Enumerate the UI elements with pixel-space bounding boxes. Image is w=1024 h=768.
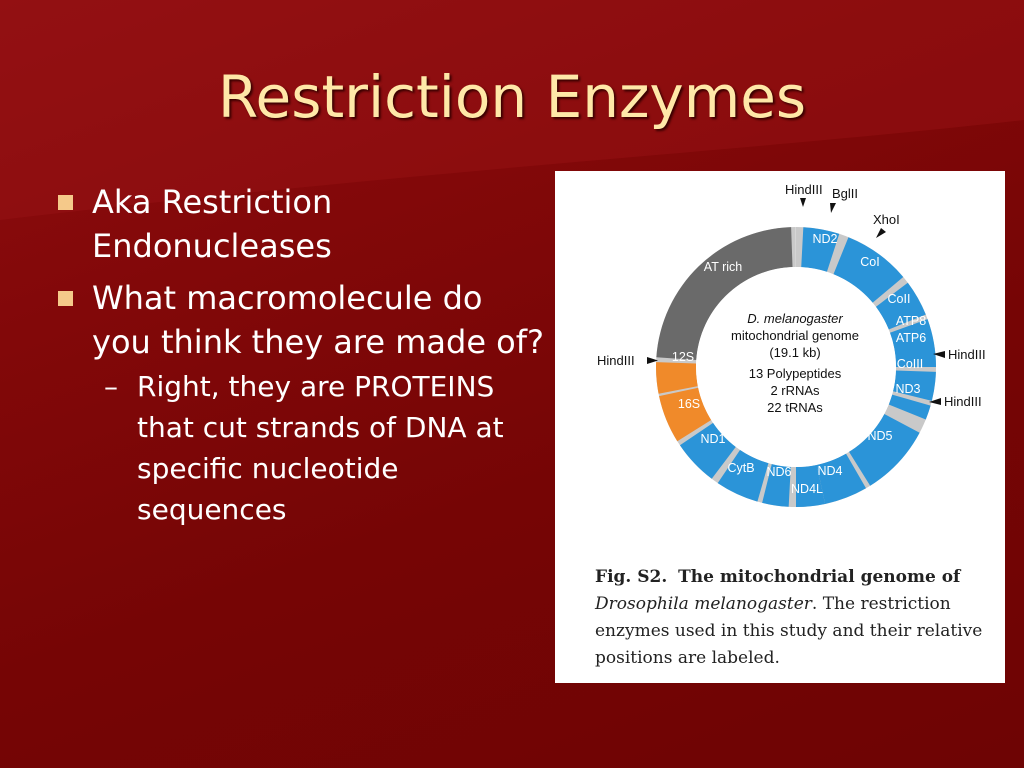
segment-label-coiii: CoIII xyxy=(897,357,923,371)
segment-nd6 xyxy=(762,464,791,507)
segment-nd2 xyxy=(801,227,840,272)
segment-label-nd4: ND4 xyxy=(817,464,842,478)
sub-bullet-list: – Right, they are PROTEINS that cut stra… xyxy=(92,366,548,530)
segment-label-nd4l: ND4L xyxy=(791,482,823,496)
segment-label-12s: 12S xyxy=(672,350,694,364)
genome-figure: ND2 CoI CoII ATP8 ATP6 CoIII ND3 ND5 ND4… xyxy=(555,171,1005,683)
segment-nd4 xyxy=(816,453,866,504)
segment-label-nd2: ND2 xyxy=(812,232,837,246)
sub-bullet-text: Right, they are PROTEINS that cut strand… xyxy=(137,370,504,526)
segment-label-nd6: ND6 xyxy=(766,465,791,479)
segment-coii xyxy=(875,282,926,330)
caption-fig-number: Fig. S2. xyxy=(595,567,668,587)
segment-atp8-atp6 xyxy=(889,319,936,367)
caption-species: Drosophila melanogaster xyxy=(595,594,812,614)
enzyme-label-hindiii-left: HindIII xyxy=(597,353,635,368)
enzyme-arrow-icon xyxy=(929,398,941,405)
segment-nd4l xyxy=(796,464,826,507)
segment-label-atp8: ATP8 xyxy=(896,314,926,328)
enzyme-arrow-icon xyxy=(876,228,886,238)
genome-size-label: (19.1 kb) xyxy=(769,345,820,360)
bullet-square-icon xyxy=(58,291,73,306)
enzyme-label-hindiii-right1: HindIII xyxy=(948,347,986,362)
genome-diagram: ND2 CoI CoII ATP8 ATP6 CoIII ND3 ND5 ND4… xyxy=(597,182,986,508)
segment-label-atp6: ATP6 xyxy=(896,331,926,345)
segment-nd1 xyxy=(679,422,736,479)
caption-heading: The mitochondrial genome of xyxy=(678,567,961,587)
segment-label-16s: 16S xyxy=(678,397,700,411)
segment-label-cytb: CytB xyxy=(727,461,754,475)
bullet-text: What macromolecule do you think they are… xyxy=(92,279,544,361)
segment-nd5 xyxy=(848,413,920,486)
enzyme-label-xhoi: XhoI xyxy=(873,212,900,227)
segment-label-coii: CoII xyxy=(888,292,911,306)
bullet-list: Aka Restriction Endonucleases What macro… xyxy=(58,180,548,538)
segment-label-nd3: ND3 xyxy=(895,382,920,396)
enzyme-arrow-icon xyxy=(647,357,658,364)
segment-coi xyxy=(833,237,904,303)
segment-16s xyxy=(659,387,712,442)
polypeptide-count-label: 13 Polypeptides xyxy=(749,366,842,381)
slide-title: Restriction Enzymes xyxy=(217,63,807,131)
segment-label-at-rich: AT rich xyxy=(704,260,742,274)
genome-center-label: D. melanogaster mitochondrial genome (19… xyxy=(731,311,859,415)
segment-at-rich xyxy=(656,227,793,361)
bullet-item: Aka Restriction Endonucleases xyxy=(58,180,548,268)
enzyme-markers: HindIII BglII XhoI HindIII HindIII HindI… xyxy=(597,182,986,409)
enzyme-label-hindiii-right2: HindIII xyxy=(944,394,982,409)
segment-cytb xyxy=(717,449,769,502)
enzyme-arrow-icon xyxy=(933,351,945,358)
genome-label: mitochondrial genome xyxy=(731,328,859,343)
bullet-text: Aka Restriction Endonucleases xyxy=(92,183,333,265)
sub-bullet-dash: – xyxy=(104,370,118,403)
enzyme-arrow-icon xyxy=(830,203,836,213)
species-label: D. melanogaster xyxy=(747,311,843,326)
enzyme-label-bglii: BglII xyxy=(832,186,858,201)
bullet-square-icon xyxy=(58,195,73,210)
segment-nd3 xyxy=(888,394,931,420)
bullet-item: What macromolecule do you think they are… xyxy=(58,276,548,530)
figure-caption: Fig. S2. The mitochondrial genome of Dro… xyxy=(595,564,995,672)
segment-label-nd5: ND5 xyxy=(867,429,892,443)
trna-count-label: 22 tRNAs xyxy=(767,400,823,415)
genome-ring xyxy=(655,227,936,508)
rrna-count-label: 2 rRNAs xyxy=(770,383,820,398)
segment-12s xyxy=(656,362,698,394)
segment-label-coi: CoI xyxy=(860,255,879,269)
enzyme-label-hindiii-top: HindIII xyxy=(785,182,823,197)
sub-bullet-item: – Right, they are PROTEINS that cut stra… xyxy=(92,366,548,530)
segment-labels: ND2 CoI CoII ATP8 ATP6 CoIII ND3 ND5 ND4… xyxy=(672,232,926,496)
caption-body: . The restriction enzymes used in this s… xyxy=(595,594,983,668)
segment-coiii xyxy=(893,370,936,401)
enzyme-arrow-icon xyxy=(800,198,806,207)
ring-center xyxy=(696,267,896,467)
segment-label-nd1: ND1 xyxy=(700,432,725,446)
